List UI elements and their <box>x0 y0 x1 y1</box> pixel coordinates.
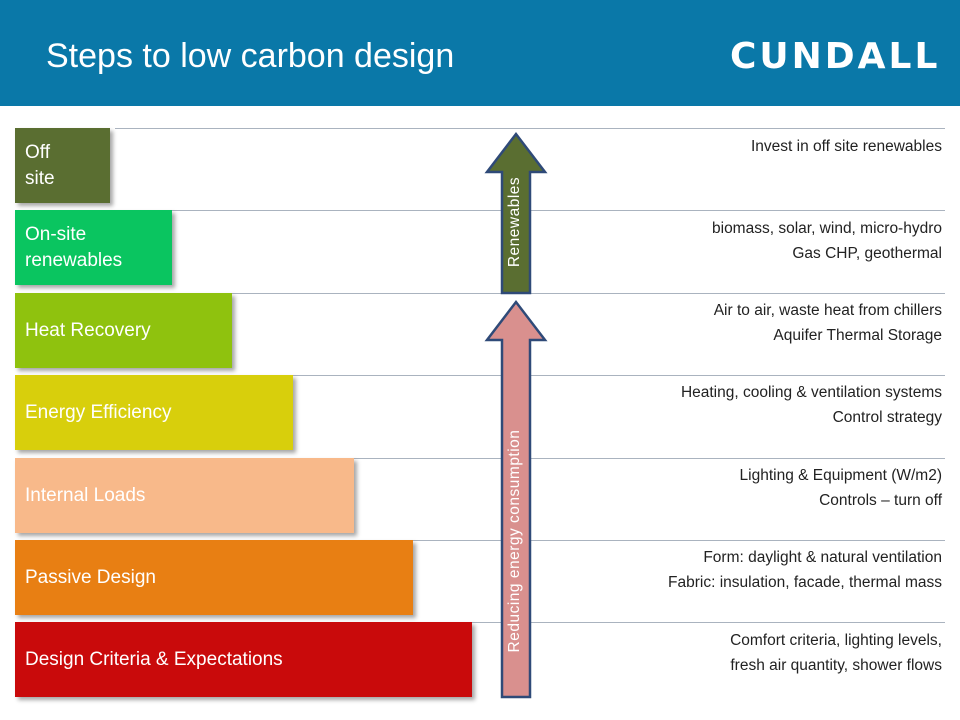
description-line: Fabric: insulation, facade, thermal mass <box>668 574 942 591</box>
renewables-arrow-label: Renewables <box>506 176 523 268</box>
divider-line <box>300 458 945 459</box>
description-line: Gas CHP, geothermal <box>792 245 942 262</box>
description-line: Invest in off site renewables <box>751 138 942 155</box>
step-passive-design: Passive Design <box>15 540 413 615</box>
step-label: Design Criteria & Expectations <box>25 648 283 670</box>
step-energy-efficiency: Energy Efficiency <box>15 375 293 450</box>
step-design-criteria: Design Criteria & Expectations <box>15 622 472 697</box>
description-line: Controls – turn off <box>819 492 942 509</box>
description-line: biomass, solar, wind, micro-hydro <box>712 220 942 237</box>
step-heat-recovery: Heat Recovery <box>15 293 232 368</box>
divider-line <box>420 622 945 623</box>
description-line: Heating, cooling & ventilation systems <box>680 384 942 401</box>
step-label: Passive Design <box>25 566 156 588</box>
step-label: Internal Loads <box>25 484 146 506</box>
step-internal-loads: Internal Loads <box>15 458 354 533</box>
description-line: Air to air, waste heat from chillers <box>713 302 942 319</box>
page-title: Steps to low carbon design <box>46 37 455 75</box>
step-label: Energy Efficiency <box>25 401 172 423</box>
description-line: Lighting & Equipment (W/m2) <box>739 467 942 484</box>
divider-line <box>360 540 945 541</box>
divider-line <box>180 293 945 294</box>
header-bar <box>0 0 960 106</box>
description-off-site: Invest in off site renewables <box>542 134 942 159</box>
description-internal-loads: Lighting & Equipment (W/m2) Controls – tu… <box>542 463 942 513</box>
reducing-energy-arrow-label: Reducing energy consumption <box>506 429 523 653</box>
divider-line <box>115 128 945 129</box>
description-line: Form: daylight & natural ventilation <box>703 549 942 566</box>
step-label: Heat Recovery <box>25 319 151 341</box>
cundall-logo: CUNDALL <box>730 36 941 77</box>
description-line: Control strategy <box>832 409 942 426</box>
description-line: fresh air quantity, shower flows <box>730 657 942 674</box>
divider-line <box>115 210 945 211</box>
divider-line <box>240 375 945 376</box>
description-line: Aquifer Thermal Storage <box>773 327 942 344</box>
description-design-criteria: Comfort criteria, lighting levels, fresh … <box>542 628 942 678</box>
description-line: Comfort criteria, lighting levels, <box>730 632 942 649</box>
